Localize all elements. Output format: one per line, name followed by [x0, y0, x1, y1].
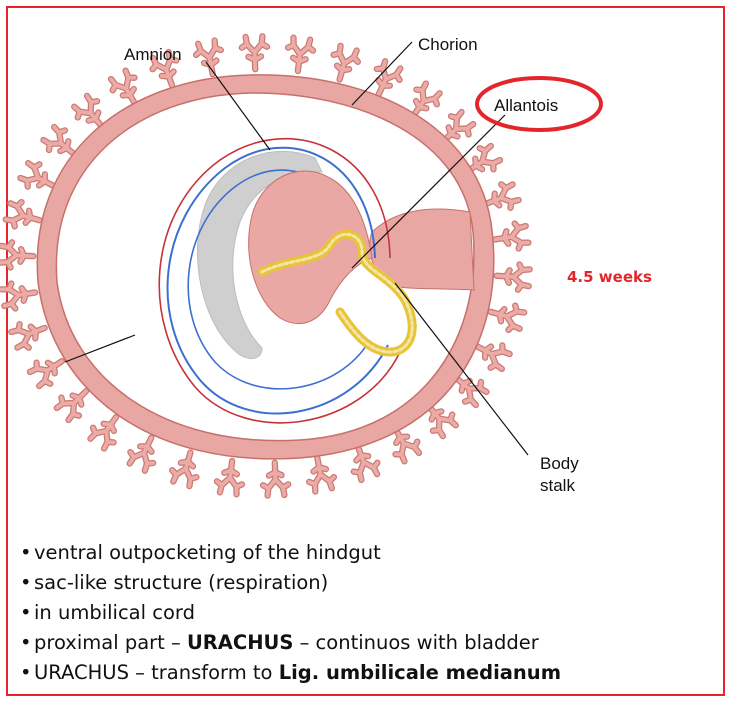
bullet-text: – continuos with bladder — [293, 631, 538, 654]
chorionic-villus-icon — [10, 316, 49, 351]
bullet-item: •proximal part – URACHUS – continuos wit… — [20, 628, 561, 658]
bullet-list: •ventral outpocketing of the hindgut•sac… — [20, 538, 561, 688]
bullet-text: ventral outpocketing of the hindgut — [34, 541, 381, 564]
bullet-text: in umbilical cord — [34, 601, 195, 624]
chorionic-villus-icon — [1, 280, 37, 310]
bullet-item: •URACHUS – transform to Lig. umbilicale … — [20, 658, 561, 688]
chorionic-villus-icon — [327, 45, 360, 83]
chorionic-villus-icon — [216, 459, 245, 494]
chorionic-villus-icon — [262, 462, 288, 495]
bullet-dot-icon: • — [20, 598, 34, 628]
bullet-emphasis: Lig. umbilicale medianum — [279, 661, 561, 684]
chorionic-villus-icon — [5, 199, 43, 232]
label-body-stalk-line1: Body — [540, 454, 579, 473]
chorionic-villus-icon — [487, 300, 525, 333]
chorionic-villus-icon — [493, 222, 529, 252]
chorionic-villus-icon — [126, 432, 163, 472]
body-stalk-leader — [395, 283, 528, 455]
label-body-stalk-line2: stalk — [540, 476, 575, 495]
chorionic-villus-icon — [169, 449, 202, 487]
label-chorion: Chorion — [418, 35, 478, 54]
bullet-text: URACHUS – transform to — [34, 661, 279, 684]
chorionic-villus-icon — [0, 242, 34, 269]
age-label: 4.5 weeks — [567, 268, 652, 286]
label-allantois: Allantois — [494, 96, 558, 115]
chorionic-villus-icon — [194, 40, 225, 77]
embryo-diagram: Amnion Chorion Allantois Body stalk 4.5 … — [0, 0, 731, 540]
bullet-item: •ventral outpocketing of the hindgut — [20, 538, 561, 568]
bullet-dot-icon: • — [20, 628, 34, 658]
bullet-item: •in umbilical cord — [20, 598, 561, 628]
bullet-item: •sac-like structure (respiration) — [20, 568, 561, 598]
chorionic-villus-icon — [285, 37, 314, 72]
bullet-dot-icon: • — [20, 658, 34, 688]
bullet-dot-icon: • — [20, 538, 34, 568]
chorion-leader — [352, 42, 412, 105]
bullet-emphasis: URACHUS — [187, 631, 293, 654]
chorionic-villus-icon — [496, 263, 530, 290]
bullet-dot-icon: • — [20, 568, 34, 598]
label-amnion: Amnion — [124, 45, 182, 64]
embryo-body — [249, 171, 372, 324]
bullet-text: sac-like structure (respiration) — [34, 571, 328, 594]
bullet-text: proximal part – — [34, 631, 187, 654]
chorionic-villus-icon — [305, 455, 336, 492]
chorionic-villus-icon — [241, 36, 267, 69]
